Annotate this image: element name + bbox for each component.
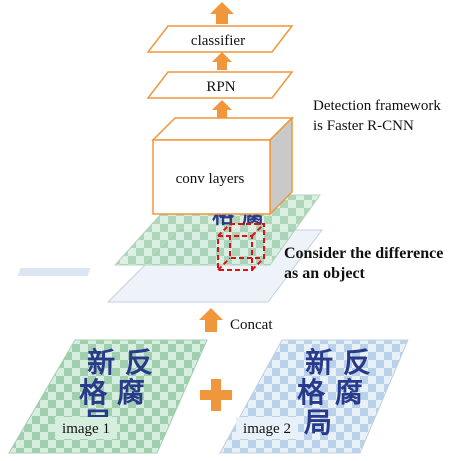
framework-note-line2: is Faster R-CNN xyxy=(313,118,414,134)
image2-cover-line2: 格 腐 xyxy=(297,376,363,409)
image2-cover-line3: 局 xyxy=(304,406,332,439)
image1-label: image 1 xyxy=(62,421,110,437)
image2: 新 反 格 腐 局 image 2 xyxy=(219,339,409,454)
arrow-rpn-conv xyxy=(212,100,232,118)
image1-cover-line1: 新 反 xyxy=(87,346,153,379)
difference-cube xyxy=(217,223,265,271)
rpn-label: RPN xyxy=(206,79,235,95)
concat-label: Concat xyxy=(230,317,273,333)
image1-cover-line2: 格 腐 xyxy=(79,376,145,409)
plus-icon xyxy=(200,379,232,411)
rpn-box: RPN xyxy=(146,71,294,99)
framework-note-line1: Detection framework xyxy=(313,98,441,114)
arrow-top xyxy=(210,2,234,24)
image2-label: image 2 xyxy=(243,421,291,437)
conv-label: conv layers xyxy=(176,171,245,187)
difference-note-line2: as an object xyxy=(284,265,366,282)
classifier-box: classifier xyxy=(146,25,294,53)
classifier-label: classifier xyxy=(191,33,245,49)
arrow-concat xyxy=(199,308,223,332)
difference-note-line1: Consider the difference xyxy=(284,245,443,262)
image2-cover-line1: 新 反 xyxy=(305,346,371,379)
arrow-classifier-rpn xyxy=(212,52,232,70)
conv-layers-box: conv layers xyxy=(151,116,294,216)
image1: 新 反 格 腐 局 image 1 xyxy=(8,339,208,454)
